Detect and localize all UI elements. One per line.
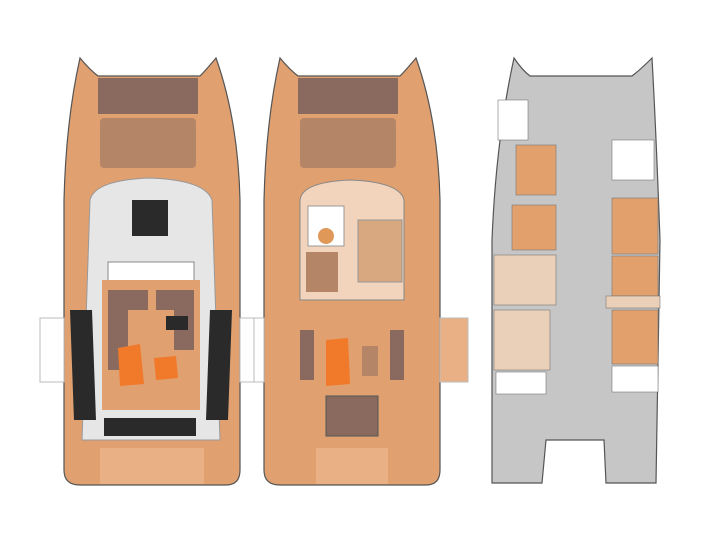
fly-table-1 (118, 344, 144, 386)
cabin (515, 144, 557, 196)
fly-helm (107, 261, 195, 283)
saloon-table (357, 219, 403, 283)
skylight (132, 200, 168, 236)
cabin (611, 197, 659, 255)
aft-swim-deck (100, 448, 204, 484)
saloon-ottoman (318, 228, 334, 244)
bow-lounge (100, 118, 196, 168)
plan-flybridge (39, 56, 255, 486)
davit-left (39, 317, 65, 383)
port-hull-cabins (493, 99, 557, 395)
davit-right (439, 317, 469, 383)
cockpit-lounge-left (300, 330, 314, 380)
plan-lower-hulls (491, 56, 661, 484)
davit-left (253, 317, 265, 383)
cockpit-table-2 (362, 346, 378, 376)
fly-lounge-left (108, 290, 148, 370)
bathroom (611, 365, 659, 393)
window-left (70, 310, 96, 420)
bathroom (497, 99, 529, 141)
cabin (611, 255, 659, 297)
cabin (511, 204, 557, 251)
bow-seating (98, 78, 198, 114)
cockpit (300, 310, 404, 410)
fly-table-2 (154, 356, 178, 380)
aft-sofa (325, 395, 379, 437)
cockpit-table (326, 338, 350, 386)
bow-lounge (300, 118, 396, 168)
plan-main-deck (253, 56, 469, 486)
aft-window (104, 418, 196, 436)
bathroom (495, 371, 547, 395)
bathroom (611, 139, 655, 181)
fly-bar (166, 316, 188, 330)
davit-right (239, 317, 255, 383)
bow-seating (298, 78, 398, 114)
corridor (493, 254, 557, 306)
galley (306, 252, 338, 292)
cabin (611, 309, 659, 365)
window-right (206, 310, 232, 420)
starboard-hull-cabins (605, 139, 661, 393)
corridor (605, 295, 661, 309)
cabin (493, 309, 551, 371)
aft-swim-deck (316, 448, 388, 484)
cockpit-lounge-right (390, 330, 404, 380)
